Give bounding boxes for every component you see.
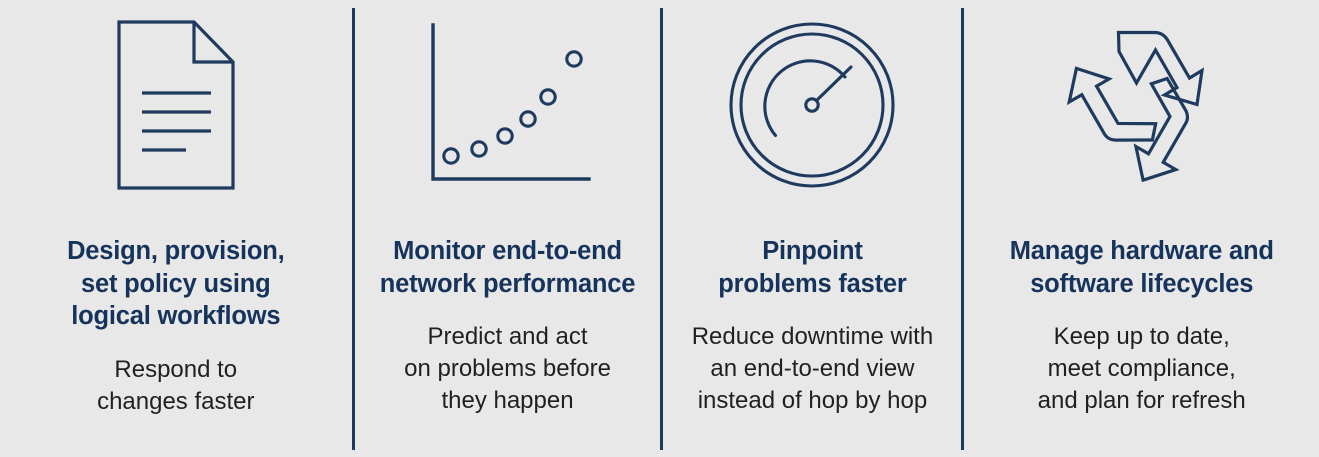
panel-body: Reduce downtime with an end-to-end view … xyxy=(691,323,934,414)
panel-body: Predict and act on problems before they … xyxy=(404,323,611,414)
scatter-chart-icon xyxy=(355,0,661,210)
feature-panel-monitor-performance: Monitor end-to-end network performance P… xyxy=(355,0,661,457)
vertical-divider-2 xyxy=(660,8,664,450)
vertical-divider-3 xyxy=(961,8,965,450)
gauge-icon xyxy=(663,0,961,210)
panel-heading: Monitor end-to-end network performance xyxy=(379,237,636,298)
panel-body: Respond to changes faster xyxy=(97,355,255,415)
panel-heading: Pinpoint problems faster xyxy=(718,237,907,298)
panel-heading: Design, provision, set policy using logi… xyxy=(67,237,285,330)
feature-panel-design-provision: Design, provision, set policy using logi… xyxy=(0,0,352,457)
recycle-icon xyxy=(964,0,1319,210)
feature-panel-manage-lifecycles: Manage hardware and software lifecycles … xyxy=(964,0,1319,457)
panel-heading: Manage hardware and software lifecycles xyxy=(1009,237,1274,298)
feature-panel-pinpoint-problems: Pinpoint problems faster Reduce downtime… xyxy=(663,0,961,457)
panel-body: Keep up to date, meet compliance, and pl… xyxy=(1037,323,1246,414)
vertical-divider-1 xyxy=(351,8,355,450)
document-icon xyxy=(0,0,352,210)
